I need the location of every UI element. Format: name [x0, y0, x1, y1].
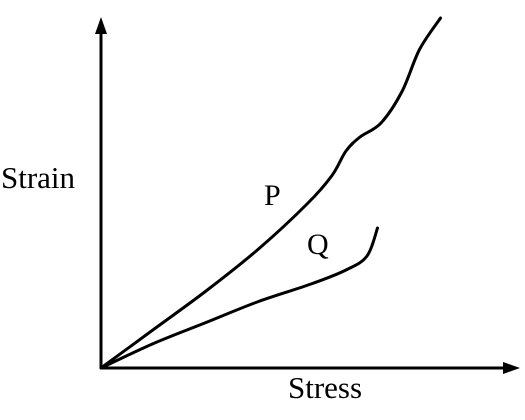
- curve-Q: [99, 226, 379, 370]
- series-label-P: P: [264, 179, 281, 212]
- x-axis-label: Stress: [288, 370, 362, 405]
- curve-P: [99, 16, 442, 370]
- x-axis-arrow-icon: [503, 362, 520, 374]
- y-axis-arrow-icon: [95, 17, 107, 34]
- y-axis-label: Strain: [1, 160, 76, 195]
- series-label-Q: Q: [307, 228, 329, 261]
